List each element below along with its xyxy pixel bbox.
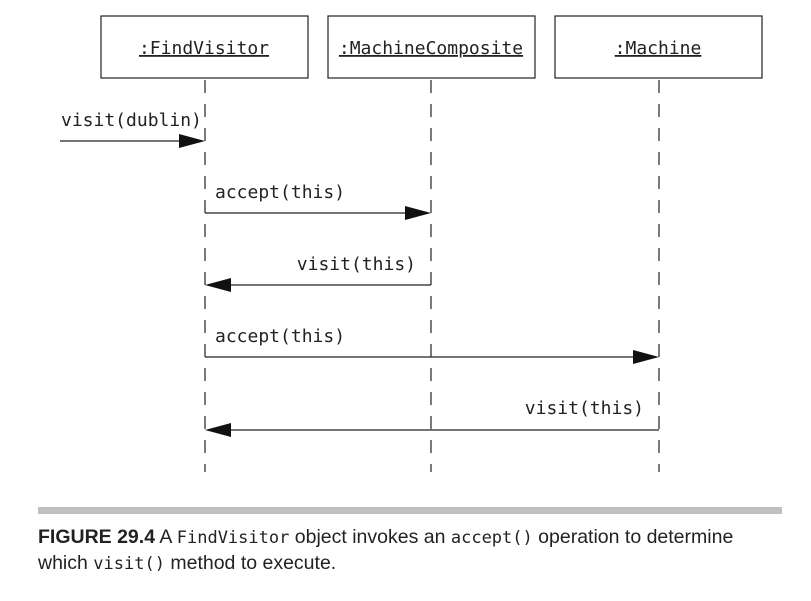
- arrowhead-icon: [405, 206, 431, 220]
- caption-text: method to execute.: [164, 552, 337, 574]
- message-visit-this-1: visit(this): [205, 254, 431, 292]
- arrowhead-icon: [179, 134, 205, 148]
- participant-box: [327, 15, 536, 79]
- message-visit-this-2: visit(this): [205, 398, 659, 437]
- arrowhead-icon: [633, 350, 659, 364]
- caption-code: FindVisitor: [176, 528, 290, 548]
- caption-code: visit(): [93, 554, 165, 574]
- caption-text: object invokes an: [289, 526, 451, 548]
- message-label: accept(this): [215, 326, 345, 347]
- participant-label: :FindVisitor: [139, 38, 269, 59]
- message-label: visit(this): [525, 398, 644, 419]
- participant-findvisitor: :FindVisitor: [100, 15, 309, 79]
- message-accept-1: accept(this): [205, 182, 431, 220]
- message-label: visit(this): [297, 254, 416, 275]
- figure-caption: FIGURE 29.4 A FindVisitor object invokes…: [38, 525, 782, 577]
- caption-text: A: [155, 526, 177, 548]
- figure-label: FIGURE 29.4: [38, 526, 156, 548]
- participant-machine: :Machine: [554, 15, 763, 79]
- participant-box: [100, 15, 309, 79]
- participant-box: [554, 15, 763, 79]
- arrowhead-icon: [205, 278, 231, 292]
- participant-machinecomposite: :MachineComposite: [327, 15, 536, 79]
- caption-code: accept(): [450, 528, 533, 548]
- participant-label: :Machine: [615, 38, 702, 59]
- participant-label: :MachineComposite: [339, 38, 523, 59]
- caption-divider: [38, 507, 782, 514]
- message-label: accept(this): [215, 182, 345, 203]
- message-label: visit(dublin): [61, 110, 202, 131]
- arrowhead-icon: [205, 423, 231, 437]
- message-accept-2: accept(this): [205, 326, 659, 364]
- caption-text: operation to determine which: [38, 526, 734, 574]
- message-visit-dublin: visit(dublin): [60, 110, 205, 148]
